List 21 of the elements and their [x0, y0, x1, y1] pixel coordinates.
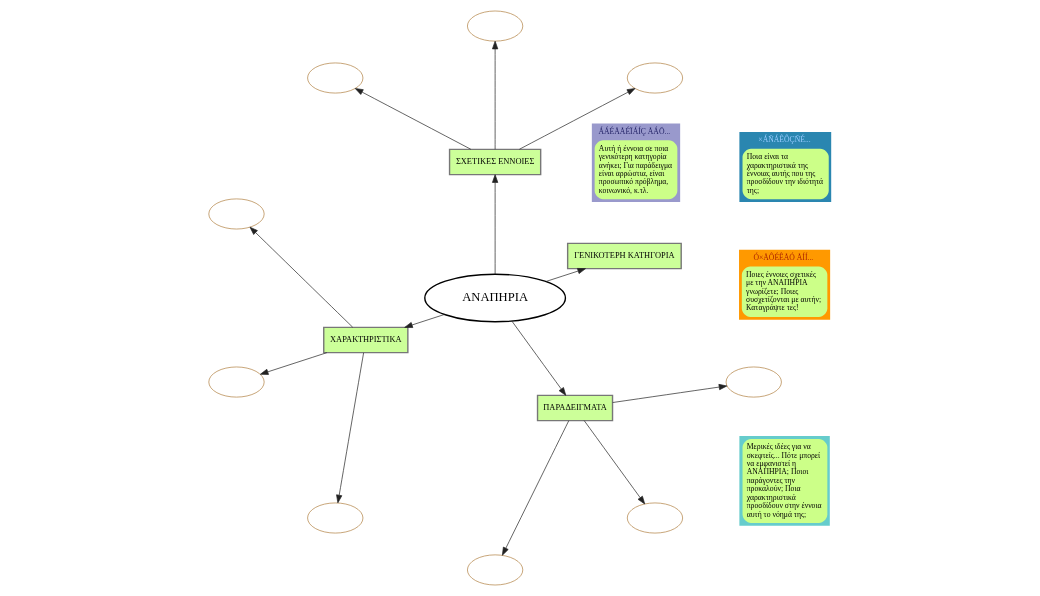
node-ellipse	[208, 198, 265, 230]
arrow	[260, 352, 328, 375]
node-ellipse: ΑΝΑΠΗΡΙΑ	[424, 273, 567, 323]
arrow	[492, 40, 499, 150]
node-ellipse	[307, 502, 364, 534]
node-ellipse	[467, 554, 524, 586]
arrow	[354, 88, 472, 150]
arrow	[511, 320, 567, 396]
node-ellipse	[208, 366, 265, 398]
arrow	[612, 384, 728, 403]
arrow	[404, 314, 445, 328]
node-ellipse	[626, 502, 683, 534]
node-ellipse	[467, 10, 524, 42]
arrow	[249, 226, 354, 328]
arrow	[519, 88, 636, 150]
node-ellipse	[725, 366, 782, 398]
arrow	[583, 420, 646, 505]
arrow	[492, 174, 499, 275]
arrow	[336, 352, 364, 504]
arrow	[545, 268, 586, 282]
arrow	[502, 420, 570, 556]
